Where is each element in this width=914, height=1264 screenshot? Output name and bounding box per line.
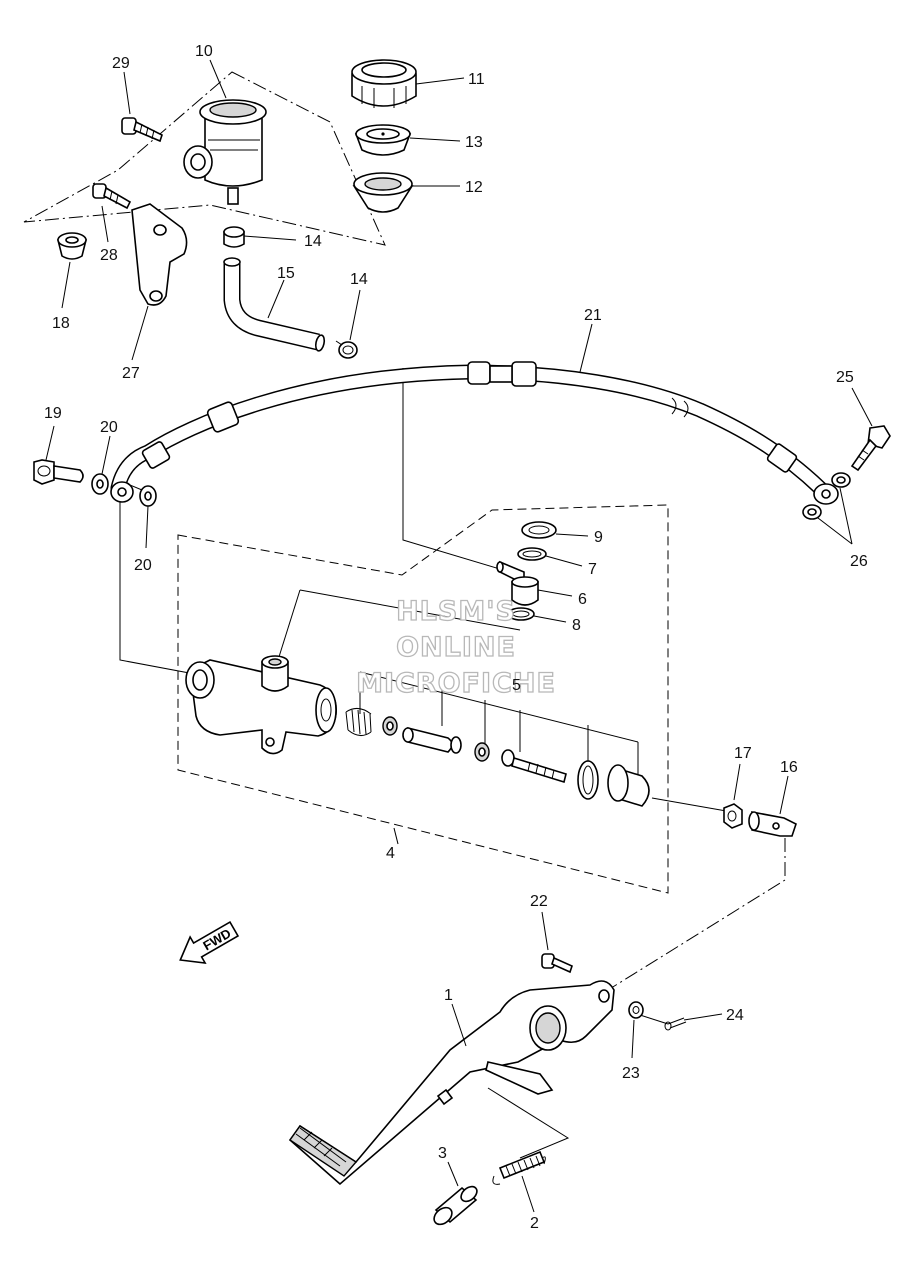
callout-19: 19 xyxy=(44,405,62,422)
fwd-arrow-icon: FWD xyxy=(179,920,240,964)
callout-18: 18 xyxy=(52,315,70,332)
reservoir-10 xyxy=(183,99,267,205)
watermark-line-3: MICROFICHE xyxy=(356,668,556,699)
seal-9 xyxy=(521,521,557,539)
callout-20-lower: 20 xyxy=(134,557,152,574)
callout-15: 15 xyxy=(277,265,295,282)
callout-23: 23 xyxy=(622,1065,640,1082)
collar-18 xyxy=(56,232,88,260)
callout-21: 21 xyxy=(584,307,602,324)
callout-1: 1 xyxy=(444,987,453,1004)
diaphragm-12 xyxy=(352,172,414,213)
callout-10: 10 xyxy=(195,43,213,60)
brake-hose-21 xyxy=(110,361,839,505)
washer-26-lower xyxy=(802,504,822,520)
callout-6: 6 xyxy=(578,591,587,608)
washer-23 xyxy=(628,1001,644,1019)
clamp-14-upper xyxy=(223,226,245,248)
callout-4: 4 xyxy=(386,845,395,862)
callout-8: 8 xyxy=(572,617,581,634)
callout-9: 9 xyxy=(594,529,603,546)
callout-29: 29 xyxy=(112,55,130,72)
reservoir-cap-11 xyxy=(351,59,417,108)
master-cylinder-body xyxy=(185,655,337,755)
callout-14-upper: 14 xyxy=(304,233,322,250)
brake-pedal-1 xyxy=(288,980,615,1186)
bolt-29 xyxy=(121,117,163,143)
clevis-16 xyxy=(748,811,797,837)
clamp-14-lower xyxy=(335,340,358,359)
o-ring-8 xyxy=(507,607,535,621)
washer-20-left xyxy=(91,473,109,495)
union-bolt-19 xyxy=(33,459,84,485)
assembly-4-boundary xyxy=(177,504,669,894)
bolt-28 xyxy=(92,183,132,210)
callout-28: 28 xyxy=(100,247,118,264)
cotter-pin-24 xyxy=(664,1017,687,1031)
pin-3 xyxy=(433,1185,478,1226)
callout-14-lower: 14 xyxy=(350,271,368,288)
washer-26-upper xyxy=(831,472,851,488)
callouts: 10 29 11 13 12 14 15 14 28 18 27 21 xyxy=(44,43,873,1232)
bolt-22 xyxy=(541,953,573,974)
watermark-line-2: ONLINE xyxy=(396,632,516,663)
hose-joint-6 xyxy=(496,560,539,606)
callout-5: 5 xyxy=(512,677,521,694)
cylinder-kit-5 xyxy=(345,708,650,807)
watermark-line-1: HLSM'S xyxy=(396,596,516,627)
callout-20-upper: 20 xyxy=(100,419,118,436)
union-bolt-25 xyxy=(850,425,891,472)
callout-11: 11 xyxy=(468,71,485,88)
diaphragm-plate-13 xyxy=(354,124,412,156)
callout-16: 16 xyxy=(780,759,798,776)
callout-25: 25 xyxy=(836,369,854,386)
bracket-27 xyxy=(131,203,188,306)
callout-26: 26 xyxy=(850,553,868,570)
callout-27: 27 xyxy=(122,365,140,382)
washer-20-right xyxy=(139,485,157,507)
callout-13: 13 xyxy=(465,134,483,151)
callout-7: 7 xyxy=(588,561,597,578)
callout-12: 12 xyxy=(465,179,483,196)
callout-2: 2 xyxy=(530,1215,539,1232)
watermark: HLSM'S ONLINE MICROFICHE xyxy=(355,595,556,699)
spring-2 xyxy=(492,1150,546,1185)
nut-17 xyxy=(723,803,743,829)
callout-17: 17 xyxy=(734,745,752,762)
callout-3: 3 xyxy=(438,1145,447,1162)
callout-24: 24 xyxy=(726,1007,744,1024)
o-ring-7 xyxy=(517,547,547,561)
callout-22: 22 xyxy=(530,893,548,910)
reservoir-hose-15 xyxy=(223,257,326,352)
leader-lines xyxy=(117,368,786,1159)
